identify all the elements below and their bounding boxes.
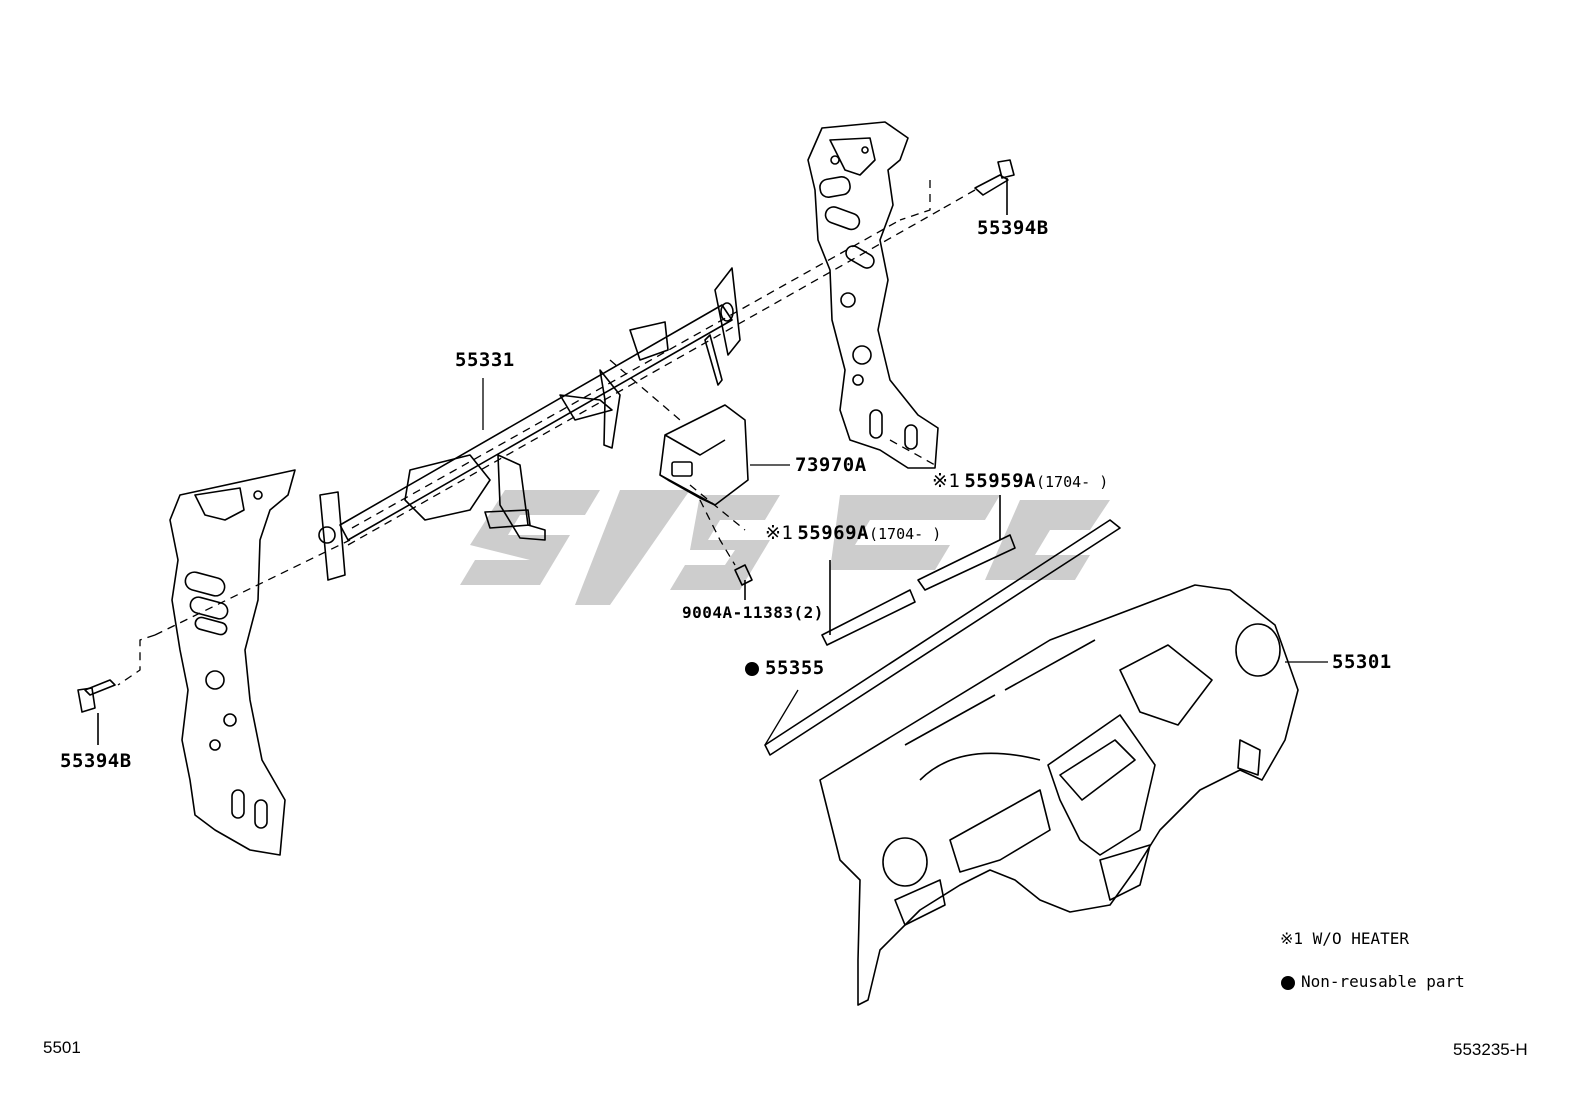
part-number: 55959A bbox=[964, 470, 1036, 492]
reinforcement-beam bbox=[318, 267, 741, 581]
part-label-9004a-11383[interactable]: 9004A-11383(2) bbox=[682, 603, 824, 622]
footnote-marker: ※1 bbox=[765, 522, 794, 544]
date-range-note: (1704- ) bbox=[1036, 473, 1109, 491]
figure-number: 5501 bbox=[43, 1038, 81, 1057]
legend-note-without-heater: ※1 W/O HEATER bbox=[1280, 929, 1409, 948]
part-label-73970a[interactable]: 73970A bbox=[795, 454, 867, 476]
garnish-strips bbox=[764, 495, 1121, 756]
assembly-guide-lines bbox=[117, 180, 976, 686]
illustration-code: 553235-H bbox=[1453, 1040, 1528, 1059]
watermark-logo bbox=[460, 490, 1110, 605]
part-label-55355[interactable]: 55355 bbox=[745, 657, 825, 679]
instrument-panel bbox=[819, 584, 1299, 1006]
left-side-bracket bbox=[169, 469, 296, 856]
non-reusable-dot-icon bbox=[745, 661, 759, 676]
part-label-55331[interactable]: 55331 bbox=[455, 349, 515, 371]
right-side-bracket bbox=[807, 121, 939, 469]
part-number: 55355 bbox=[765, 657, 825, 679]
bolts bbox=[77, 159, 1015, 745]
date-range-note: (1704- ) bbox=[869, 525, 942, 543]
legend-non-reusable: Non-reusable part bbox=[1281, 972, 1465, 991]
legend-non-reusable-text: Non-reusable part bbox=[1301, 972, 1465, 991]
line-art bbox=[77, 121, 1328, 1006]
part-number: 55969A bbox=[797, 522, 869, 544]
part-label-55301[interactable]: 55301 bbox=[1332, 651, 1392, 673]
part-label-55394b-upper[interactable]: 55394B bbox=[977, 217, 1049, 239]
part-label-55394b-lower[interactable]: 55394B bbox=[60, 750, 132, 772]
non-reusable-dot-icon bbox=[1281, 975, 1295, 990]
leader-lines bbox=[482, 378, 1328, 746]
footnote-marker: ※1 bbox=[932, 470, 961, 492]
airbag-module bbox=[659, 404, 749, 506]
